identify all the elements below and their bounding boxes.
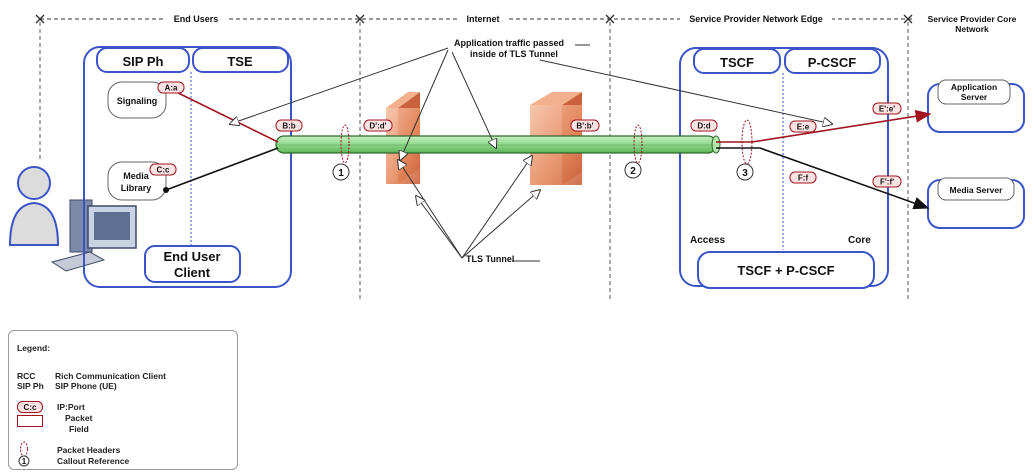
end-user-icon: [10, 167, 58, 245]
zone-internet-label: Internet: [466, 14, 499, 24]
zone-edge-label: Service Provider Network Edge: [689, 14, 823, 24]
media-library-label-line2: Library: [121, 183, 152, 193]
legend-title: Legend:: [17, 343, 50, 353]
svg-text:D':d': D':d': [369, 122, 386, 131]
legend-packet-desc: Packet: [65, 413, 92, 423]
legend-rcc-desc: Rich Communication Client: [55, 371, 166, 381]
application-server: Application Server: [928, 80, 1024, 132]
ip-port-b: B:b: [276, 120, 302, 131]
legend-packet-symbol: [17, 415, 43, 429]
svg-text:F:f: F:f: [798, 174, 809, 183]
svg-text:E:e: E:e: [797, 123, 810, 132]
legend-field-desc: Field: [69, 424, 89, 434]
media-library-label-line1: Media: [123, 171, 150, 181]
application-server-label-line1: Application: [951, 82, 997, 92]
ip-port-f: F:f: [790, 172, 816, 183]
legend-ipport-desc: IP:Port: [57, 402, 85, 412]
service-provider-frame: TSCF P-CSCF Access Core TSCF + P-CSCF: [680, 48, 888, 288]
media-server-label: Media Server: [950, 185, 1004, 195]
application-server-label-line2: Server: [961, 92, 988, 102]
ip-port-d: D:d: [691, 120, 717, 131]
legend-headers-desc: Packet Headers: [57, 445, 120, 455]
ip-port-d-prime: D':d': [364, 120, 392, 131]
zone-core-label-line2: Network: [955, 24, 989, 34]
pcscf-label: P-CSCF: [808, 55, 856, 70]
signaling-label: Signaling: [117, 96, 158, 106]
tls-tunnel: [276, 136, 720, 153]
svg-text:A:a: A:a: [165, 84, 178, 93]
svg-text:D:d: D:d: [697, 122, 710, 131]
tls-tunnel-label: TLS Tunnel: [466, 254, 514, 264]
svg-text:1: 1: [338, 168, 344, 179]
svg-text:3: 3: [742, 168, 748, 179]
tscf-label: TSCF: [720, 55, 754, 70]
zone-core-label-line1: Service Provider Core: [928, 14, 1017, 24]
ip-port-e-prime: E':e': [873, 103, 901, 114]
legend-rcc-abbr: RCC: [17, 371, 55, 381]
legend-sip-abbr: SIP Ph: [17, 381, 55, 391]
legend-callout-symbol: 1: [18, 455, 30, 469]
legend-sip-desc: SIP Phone (UE): [55, 381, 117, 391]
end-user-client-frame: SIP Ph TSE End User Client Signaling Med…: [84, 47, 291, 287]
svg-text:C:c: C:c: [24, 403, 37, 412]
access-label: Access: [690, 235, 725, 246]
svg-text:2: 2: [630, 166, 636, 177]
ip-port-f-prime: F':f': [873, 176, 901, 187]
zone-end-users-label: End Users: [174, 14, 219, 24]
svg-text:B':b': B':b': [576, 122, 593, 131]
ip-port-c: C:c: [150, 164, 176, 175]
svg-text:E':e': E':e': [879, 105, 895, 114]
tse-label: TSE: [227, 54, 253, 69]
callout-3: 3: [737, 164, 753, 180]
sip-ph-label: SIP Ph: [123, 54, 164, 69]
end-user-client-label-line2: Client: [174, 265, 211, 280]
core-label: Core: [848, 235, 871, 246]
end-user-client-label-line1: End User: [163, 249, 220, 264]
callout-1: 1: [333, 164, 349, 180]
tscf-pcscf-label: TSCF + P-CSCF: [737, 263, 834, 278]
ip-port-b-prime: B':b': [571, 120, 599, 131]
svg-text:C:c: C:c: [157, 166, 170, 175]
ip-port-a: A:a: [158, 82, 184, 93]
media-server: Media Server: [928, 178, 1024, 228]
computer-icon: [52, 200, 136, 271]
app-traffic-label-line2: inside of TLS Tunnel: [470, 49, 558, 59]
ip-port-e: E:e: [790, 121, 816, 132]
svg-text:B:b: B:b: [282, 122, 295, 131]
callout-2: 2: [625, 162, 641, 178]
svg-text:1: 1: [22, 457, 27, 466]
app-traffic-label-line1: Application traffic passed: [454, 38, 564, 48]
svg-text:F':f': F':f': [880, 178, 894, 187]
legend-callout-desc: Callout Reference: [57, 456, 129, 466]
legend-ipport-symbol: C:c: [17, 401, 43, 415]
